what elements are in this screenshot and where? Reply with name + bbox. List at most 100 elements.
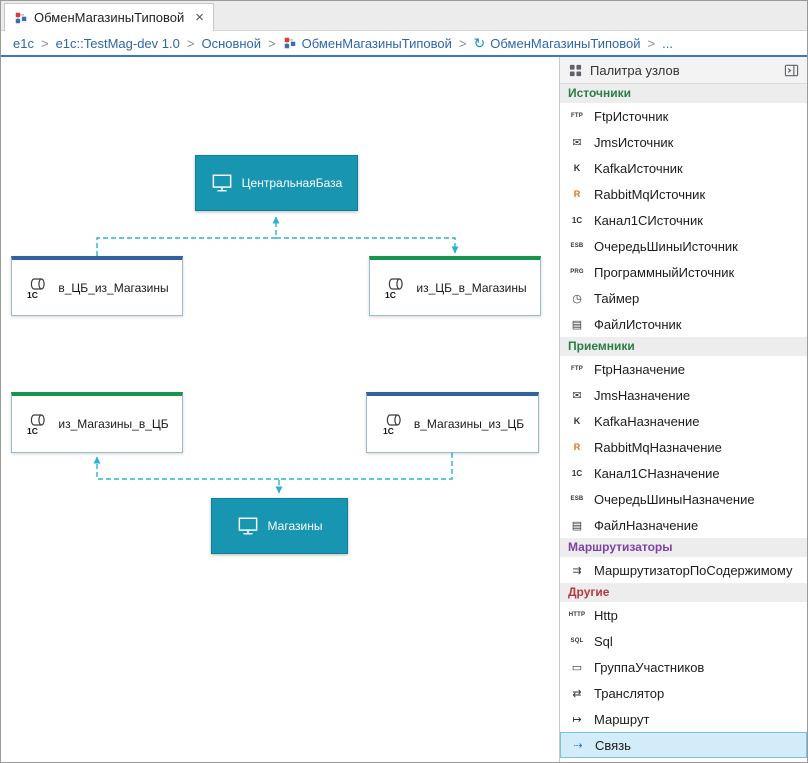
- palette-item-label: FtpНазначение: [594, 361, 686, 377]
- palette-item[interactable]: ◷ Таймер: [560, 285, 807, 311]
- node-iz-cb-v-magaziny[interactable]: 1С из_ЦБ_в_Магазины: [369, 256, 541, 316]
- breadcrumb-item[interactable]: Основной: [201, 36, 261, 51]
- palette-item-label: МаршрутизаторПоСодержимому: [594, 562, 793, 578]
- rabbitmq-target-icon: R: [573, 442, 581, 452]
- connection-central-to-izcb[interactable]: [276, 237, 459, 254]
- breadcrumb-separator: >: [647, 35, 656, 51]
- palette-item-label: Таймер: [594, 290, 640, 306]
- palette-item-label: Канал1СНазначение: [594, 465, 720, 481]
- node-central-base[interactable]: ЦентральнаяБаза: [195, 155, 358, 211]
- node-label: из_Магазины_в_ЦБ: [58, 417, 169, 431]
- palette-section-header: Приемники: [560, 337, 807, 356]
- ftp-target-icon: FTP: [571, 366, 583, 372]
- palette-item[interactable]: ↦Маршрут: [560, 706, 807, 732]
- breadcrumb-item[interactable]: ↻ОбменМагазиныТиповой: [474, 36, 641, 51]
- translator-icon: ⇄: [572, 687, 582, 700]
- diagram-icon: [14, 11, 28, 25]
- node-iz-magaziny-v-cb[interactable]: 1С из_Магазины_в_ЦБ: [11, 392, 183, 453]
- content-router-icon: ⇉: [572, 564, 582, 577]
- palette-item[interactable]: ▤ФайлИсточник: [560, 311, 807, 337]
- palette-item-label: RabbitMqНазначение: [594, 439, 722, 455]
- sql-icon: SQL: [570, 638, 584, 644]
- node-v-cb-iz-magaziny[interactable]: 1С в_ЦБ_из_Магазины: [11, 256, 183, 316]
- program-source-icon: PRG: [570, 269, 584, 275]
- breadcrumb-item-label: ОбменМагазиныТиповой: [490, 35, 641, 51]
- tab-close-icon[interactable]: ×: [195, 9, 205, 26]
- route-icon: ↦: [572, 713, 582, 726]
- tab-obmen-magaziny-tipovoy[interactable]: ОбменМагазиныТиповой ×: [4, 3, 215, 31]
- palette-item-label: Связь: [595, 737, 631, 753]
- palette-item-label: ОчередьШиныНазначение: [594, 491, 755, 507]
- breadcrumb-separator: >: [458, 35, 467, 51]
- breadcrumb-item[interactable]: e1c::TestMag-dev 1.0: [56, 36, 180, 51]
- palette-item-label: Http: [594, 607, 618, 623]
- palette-section-header: Другие: [560, 583, 807, 602]
- palette-item[interactable]: ESB ОчередьШиныИсточник: [560, 233, 807, 259]
- diagram-icon: [283, 36, 297, 50]
- palette-item[interactable]: ▭ГруппаУчастников: [560, 654, 807, 680]
- palette-item[interactable]: ⇄ Транслятор: [560, 680, 807, 706]
- tab-title: ОбменМагазиныТиповой: [34, 10, 185, 25]
- breadcrumb-item-label: ОбменМагазиныТиповой: [301, 35, 452, 51]
- breadcrumb-item-label: Основной: [201, 35, 262, 51]
- palette-item-label: Транслятор: [594, 685, 665, 701]
- node-label: в_ЦБ_из_Магазины: [58, 280, 169, 295]
- jms-target-icon: ✉: [572, 389, 582, 402]
- participants-group-icon: ▭: [571, 661, 583, 674]
- node-magaziny[interactable]: Магазины: [211, 498, 348, 554]
- collapse-panel-icon[interactable]: [784, 63, 799, 78]
- palette-item-label: ПрограммныйИсточник: [594, 264, 735, 280]
- file-target-icon: ▤: [571, 519, 583, 532]
- palette-item[interactable]: ⇉ МаршрутизаторПоСодержимому: [560, 557, 807, 583]
- breadcrumb-item[interactable]: ...: [662, 36, 673, 51]
- diagram-canvas[interactable]: ЦентральнаяБаза 1С в_ЦБ_из_Магазины: [1, 57, 559, 762]
- http-icon: HTTP: [568, 612, 586, 618]
- palette-item[interactable]: FTP FtpНазначение: [560, 356, 807, 382]
- channel-1c-icon: 1С: [25, 276, 49, 300]
- palette-item-label: ФайлНазначение: [594, 517, 699, 533]
- diagram-edges: [93, 216, 459, 494]
- jms-source-icon: ✉: [572, 136, 582, 149]
- palette-item[interactable]: ▤ ФайлНазначение: [560, 512, 807, 538]
- palette-section-header: Маршрутизаторы: [560, 538, 807, 557]
- main-area: ЦентральнаяБаза 1С в_ЦБ_из_Магазины: [1, 57, 807, 762]
- channel-1c-icon: 1С: [381, 412, 405, 436]
- palette-item[interactable]: R RabbitMqНазначение: [560, 434, 807, 460]
- breadcrumb-item[interactable]: ОбменМагазиныТиповой: [283, 36, 452, 51]
- channel-1c-icon: 1С: [383, 276, 407, 300]
- connection-shops-to-izmag[interactable]: [93, 456, 279, 480]
- connection-vmag-to-shops[interactable]: [275, 453, 453, 494]
- palette-item[interactable]: ⇢ Связь: [560, 732, 807, 758]
- esb-queue-source-icon: ESB: [570, 243, 584, 249]
- channel-1c-icon: 1С: [25, 412, 49, 436]
- breadcrumb-item-label: e1c::TestMag-dev 1.0: [55, 35, 180, 51]
- palette-item[interactable]: 1С Канал1СНазначение: [560, 460, 807, 486]
- process-icon: ↻: [473, 35, 486, 51]
- palette-item[interactable]: HTTP Http: [560, 602, 807, 628]
- node-v-magaziny-iz-cb[interactable]: 1С в_Магазины_из_ЦБ: [366, 392, 539, 453]
- svg-text:1С: 1С: [27, 290, 38, 300]
- link-icon: ⇢: [573, 739, 583, 752]
- breadcrumb-item[interactable]: e1c: [13, 36, 34, 51]
- palette-item-label: ФайлИсточник: [594, 316, 682, 332]
- monitor-icon: [211, 173, 233, 193]
- connection-vcb-to-central[interactable]: [96, 216, 280, 256]
- palette-item-label: ОчередьШиныИсточник: [594, 238, 738, 254]
- channel-1c-target-icon: 1С: [571, 468, 583, 478]
- palette-item[interactable]: PRG ПрограммныйИсточник: [560, 259, 807, 285]
- palette-item[interactable]: ✉JmsНазначение: [560, 382, 807, 408]
- timer-icon: ◷: [572, 292, 582, 305]
- palette-header: Палитра узлов: [560, 57, 807, 84]
- monitor-icon: [237, 516, 259, 536]
- palette-item[interactable]: ✉JmsИсточник: [560, 129, 807, 155]
